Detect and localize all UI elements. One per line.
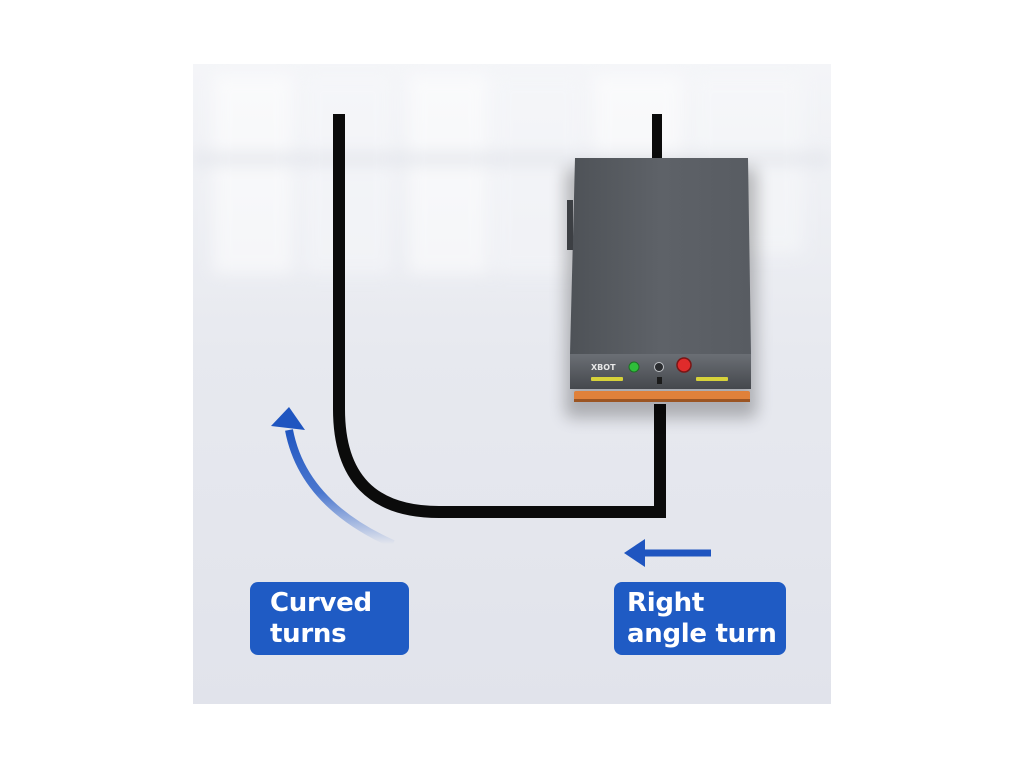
indicator-strip-right [696,377,728,381]
curved-turns-line1: Curved [270,588,372,618]
key-switch [654,362,664,372]
indicator-strip-left [591,377,623,381]
bumper-edge [574,399,750,402]
right-angle-turn-line2: angle turn [627,619,777,649]
curved-turns-label: Curved turns [250,582,409,655]
robot-brand: XBOT [591,363,616,372]
bumper [574,391,750,400]
emergency-stop-button [676,357,692,373]
usb-port [657,377,662,384]
agv-robot: XBOT [567,158,751,402]
curved-arrow-up-icon [271,407,395,548]
product-image: XBOT Curved turns Right [193,64,831,704]
right-angle-arrow-left-icon [624,507,712,567]
robot-side-slot [567,200,573,250]
robot-top [570,158,751,354]
scene-illustration: XBOT [193,64,831,704]
guide-track [333,114,666,518]
right-angle-turn-line1: Right [627,588,704,618]
right-angle-turn-label: Right angle turn [614,582,786,655]
start-button [628,361,640,373]
curved-turns-line2: turns [270,619,347,649]
